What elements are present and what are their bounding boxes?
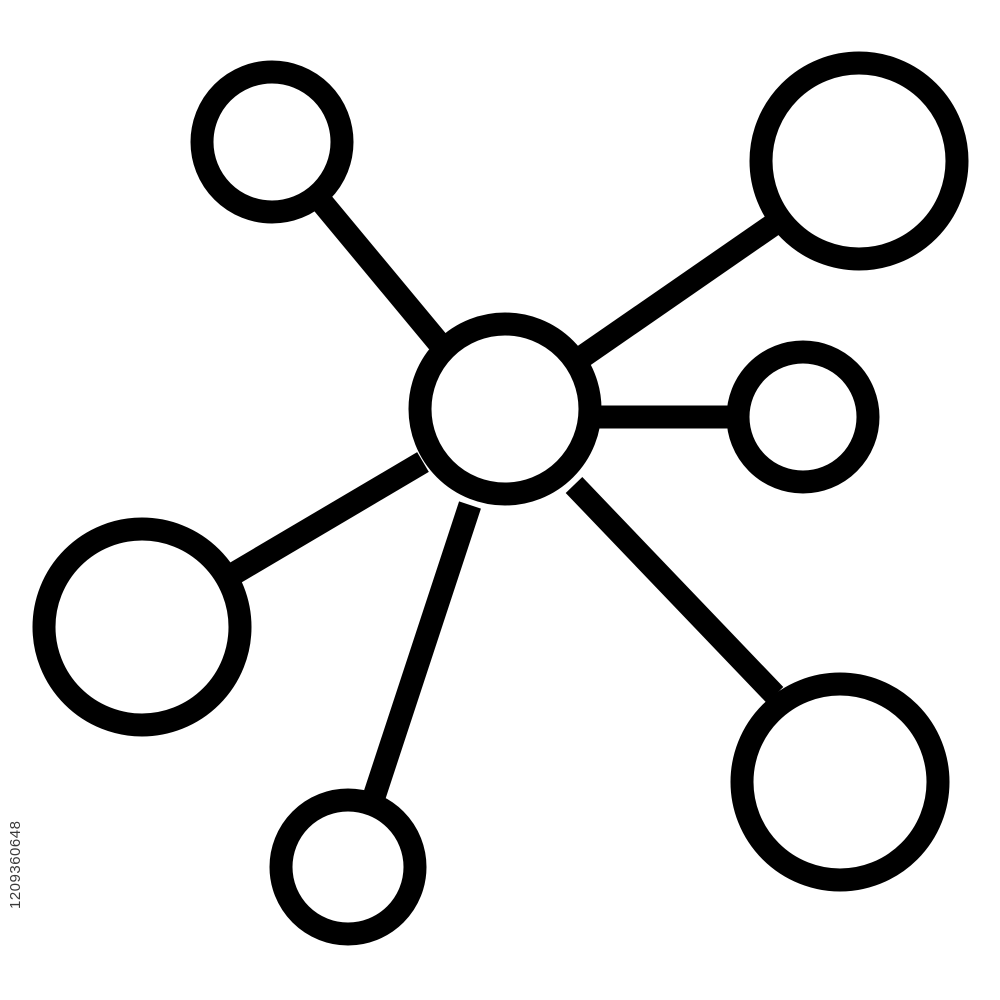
node-top-left: [190, 60, 354, 224]
link-top-right: [575, 210, 787, 367]
node-right: [726, 340, 880, 494]
link-left: [229, 452, 429, 583]
node-bottom-right: [730, 672, 950, 892]
nodes: [32, 51, 969, 946]
link-bottom-right: [565, 477, 784, 703]
image-id-label: 1209360648: [7, 820, 24, 910]
node-hub: [408, 312, 602, 506]
node-top-right: [749, 51, 969, 271]
node-bottom: [269, 788, 427, 946]
node-left: [32, 517, 252, 737]
connection-lines: [229, 192, 787, 804]
link-top-left: [311, 192, 447, 350]
link-bottom: [362, 501, 481, 804]
